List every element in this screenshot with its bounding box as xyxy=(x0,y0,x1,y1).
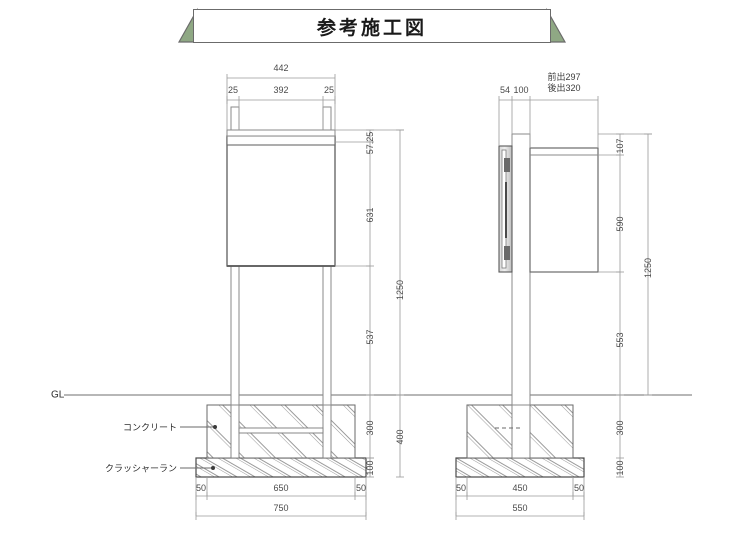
title-banner-box xyxy=(193,9,551,43)
page-title: 参考施工図 xyxy=(316,17,427,39)
front-footing-depth-dim: 300 xyxy=(365,420,375,436)
front-crusher-run-base xyxy=(195,457,367,478)
side-base-seg-right-dim: 50 xyxy=(573,483,585,493)
banner-end-caps xyxy=(177,7,567,43)
front-base-course-depth-dim: 100 xyxy=(365,460,375,476)
side-height-seg-panel-dim: 590 xyxy=(615,216,625,232)
side-base-seg-middle-dim: 450 xyxy=(512,483,528,493)
side-base-seg-left-dim: 50 xyxy=(455,483,467,493)
side-crusher-run-base xyxy=(455,457,585,478)
side-elevation xyxy=(455,133,599,478)
side-width-seg-rear-dim: 54 xyxy=(499,85,511,95)
ground-line-label: GL xyxy=(51,389,65,401)
side-height-seg-top-dim: 107 xyxy=(615,138,625,154)
front-elevation xyxy=(195,106,367,478)
front-base-seg-right-dim: 50 xyxy=(355,483,367,493)
front-height-seg-top-dim: 57.25 xyxy=(365,131,375,155)
front-height-seg-lower-dim: 537 xyxy=(365,329,375,345)
front-base-overall-dim: 750 xyxy=(273,503,289,513)
front-width-seg-right-dim: 25 xyxy=(323,85,335,95)
side-height-seg-lower-dim: 553 xyxy=(615,332,625,348)
front-width-seg-left-dim: 25 xyxy=(227,85,239,95)
front-below-ground-total-dim: 400 xyxy=(395,429,405,445)
side-base-overall-dim: 550 xyxy=(512,503,528,513)
front-base-seg-left-dim: 50 xyxy=(195,483,207,493)
crusher-run-label: クラッシャーラン xyxy=(104,463,177,474)
concrete-label: コンクリート xyxy=(122,422,177,433)
front-sign-panel xyxy=(226,129,336,267)
side-base-course-depth-dim: 100 xyxy=(615,460,625,476)
side-rear-detail xyxy=(498,145,513,273)
front-width-seg-middle-dim: 392 xyxy=(273,85,289,95)
side-sign-panel-front xyxy=(529,147,599,273)
leader-lines xyxy=(180,425,217,470)
side-post xyxy=(511,133,531,406)
front-overall-width-dim: 442 xyxy=(273,63,289,73)
dimension-lines xyxy=(195,74,652,520)
front-base-seg-middle-dim: 650 xyxy=(273,483,289,493)
side-footing-depth-dim: 300 xyxy=(615,420,625,436)
front-height-seg-panel-dim: 631 xyxy=(365,207,375,223)
side-projection-front-note: 前出297 xyxy=(547,72,581,82)
side-width-seg-post-dim: 100 xyxy=(513,85,529,95)
side-projection-rear-note: 後出320 xyxy=(547,82,581,93)
side-projection-note: 前出297 後出320 xyxy=(547,72,580,94)
front-above-ground-total-dim: 1250 xyxy=(395,279,405,301)
side-above-ground-total-dim: 1250 xyxy=(643,257,653,279)
